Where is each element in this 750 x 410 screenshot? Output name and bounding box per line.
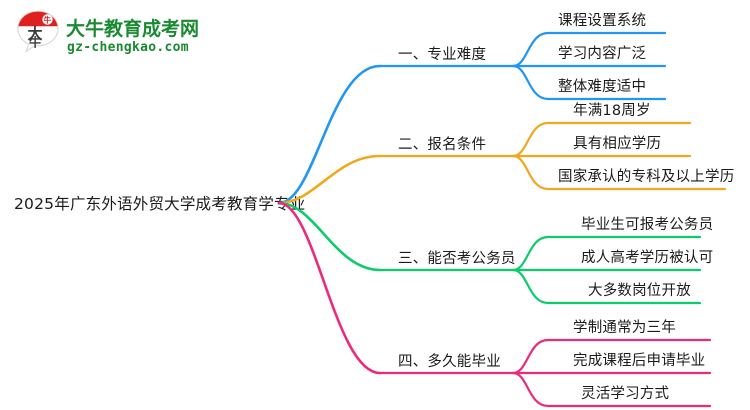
leaf-label-4-2[interactable]: 完成课程后申请毕业 xyxy=(573,353,706,369)
leaf-label-1-1[interactable]: 课程设置系统 xyxy=(558,13,647,29)
branch-label-4[interactable]: 四、多久能毕业 xyxy=(398,354,501,370)
leaf-label-3-2[interactable]: 成人高考学历被认可 xyxy=(581,250,714,266)
leaf-label-4-3[interactable]: 灵活学习方式 xyxy=(581,386,670,402)
branch-2-wires xyxy=(277,121,727,205)
leaf-label-4-1[interactable]: 学制通常为三年 xyxy=(573,320,676,336)
site-logo[interactable]: 牛 大 牛 大牛教育成考网 gz-chengkao.com xyxy=(12,6,199,58)
logo-brand-name: 大牛教育成考网 xyxy=(66,18,200,40)
branch-label-3[interactable]: 三、能否考公务员 xyxy=(398,251,516,267)
leaf-label-2-2[interactable]: 具有相应学历 xyxy=(573,136,662,152)
logo-brand-url: gz-chengkao.com xyxy=(67,40,189,55)
leaf-label-3-3[interactable]: 大多数岗位开放 xyxy=(588,283,691,299)
leaf-label-2-1[interactable]: 年满18周岁 xyxy=(573,103,651,119)
branch-label-2[interactable]: 二、报名条件 xyxy=(398,137,487,153)
branch-3-wires xyxy=(277,201,702,305)
leaf-label-1-3[interactable]: 整体难度适中 xyxy=(558,79,647,95)
daniu-speech-bubble-logo-icon: 牛 大 牛 xyxy=(17,10,59,53)
branch-label-1[interactable]: 一、专业难度 xyxy=(398,47,487,63)
branch-1-wires xyxy=(277,31,667,205)
leaf-label-3-1[interactable]: 毕业生可报考公务员 xyxy=(581,217,714,233)
svg-text:大: 大 xyxy=(27,25,42,43)
leaf-label-2-3[interactable]: 国家承认的专科及以上学历 xyxy=(558,169,735,185)
leaf-label-1-2[interactable]: 学习内容广泛 xyxy=(558,46,647,62)
mindmap-root-label: 2025年广东外语外贸大学成考教育学专业 xyxy=(14,195,306,213)
svg-text:牛: 牛 xyxy=(29,35,41,50)
branch-4-wires xyxy=(277,201,712,408)
svg-text:牛: 牛 xyxy=(44,16,52,25)
